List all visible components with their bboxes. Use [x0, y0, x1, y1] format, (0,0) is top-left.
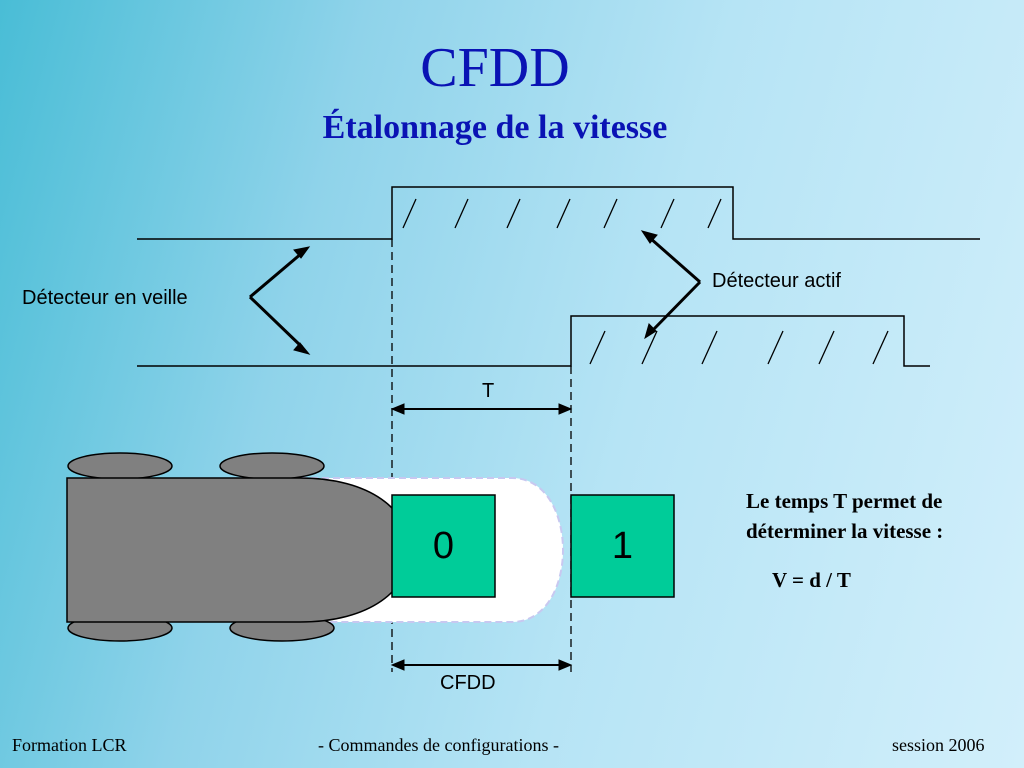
cfdd-dimension-arrow	[390, 659, 573, 671]
vehicle	[66, 452, 411, 642]
note-line-2: déterminer la vitesse :	[746, 519, 944, 543]
signal-2-hatching	[589, 330, 889, 365]
sensor-box-0	[391, 494, 496, 598]
page-title: CFDD	[420, 37, 570, 99]
period-dimension-arrow	[390, 403, 573, 415]
sensor-box-0-label: 0	[432, 525, 455, 567]
active-pointer	[640, 230, 702, 340]
sensor-box-1-label: 1	[611, 525, 634, 567]
signal-line-1	[137, 186, 980, 240]
standby-pointer	[248, 246, 311, 355]
sensor-box-1	[570, 494, 675, 598]
page-subtitle: Étalonnage de la vitesse	[322, 109, 668, 146]
footer-left: Formation LCR	[12, 735, 127, 755]
speed-formula: V = d / T	[772, 568, 851, 592]
signal-1-hatching	[402, 198, 722, 229]
cfdd-label: CFDD	[440, 672, 496, 694]
footer-right: session 2006	[892, 735, 985, 755]
signal-line-2	[137, 315, 930, 367]
note-line-1: Le temps T permet de	[746, 489, 943, 513]
standby-detector-label: Détecteur en veille	[22, 287, 188, 309]
active-detector-label: Détecteur actif	[712, 270, 841, 292]
period-label: T	[482, 380, 495, 402]
footer-center: - Commandes de configurations -	[318, 735, 559, 755]
